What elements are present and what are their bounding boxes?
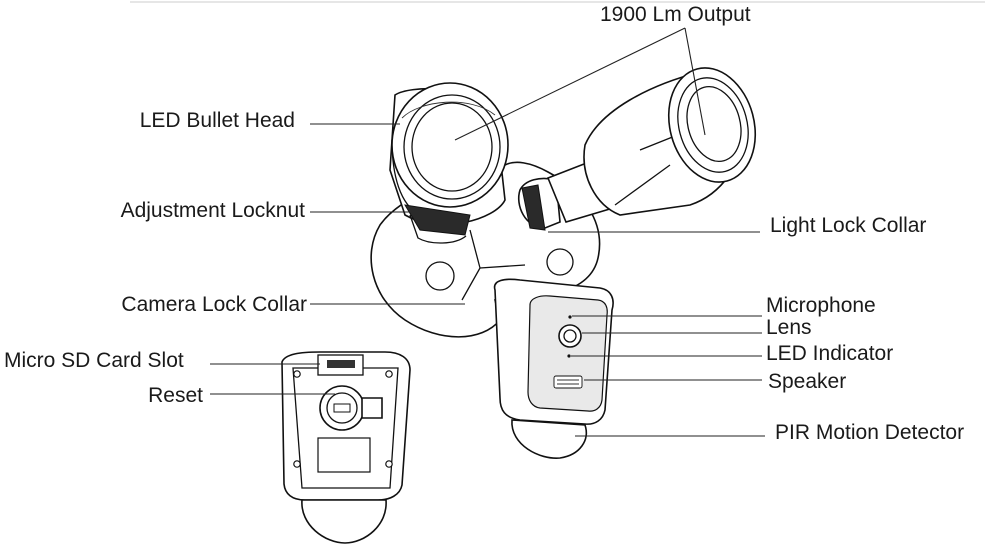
label-pir-motion-detector: PIR Motion Detector	[775, 421, 965, 444]
label-led-bullet-head: LED Bullet Head	[139, 109, 295, 132]
leader-lines	[210, 27, 765, 437]
label-adjustment-locknut: Adjustment Locknut	[120, 199, 305, 222]
camera-back	[281, 351, 411, 544]
led-bullet-head-left	[389, 82, 509, 244]
label-reset: Reset	[148, 384, 203, 407]
label-led-indicator: LED Indicator	[766, 342, 894, 365]
label-microphone: Microphone	[766, 294, 876, 317]
label-lens: Lens	[766, 316, 812, 339]
label-micro-sd-card-slot: Micro SD Card Slot	[4, 349, 184, 372]
label-speaker: Speaker	[768, 370, 847, 393]
camera-front	[493, 278, 614, 459]
led-bullet-head-right	[583, 67, 757, 216]
label-light-lock-collar: Light Lock Collar	[770, 214, 927, 237]
label-output: 1900 Lm Output	[600, 3, 751, 26]
label-camera-lock-collar: Camera Lock Collar	[121, 293, 307, 316]
